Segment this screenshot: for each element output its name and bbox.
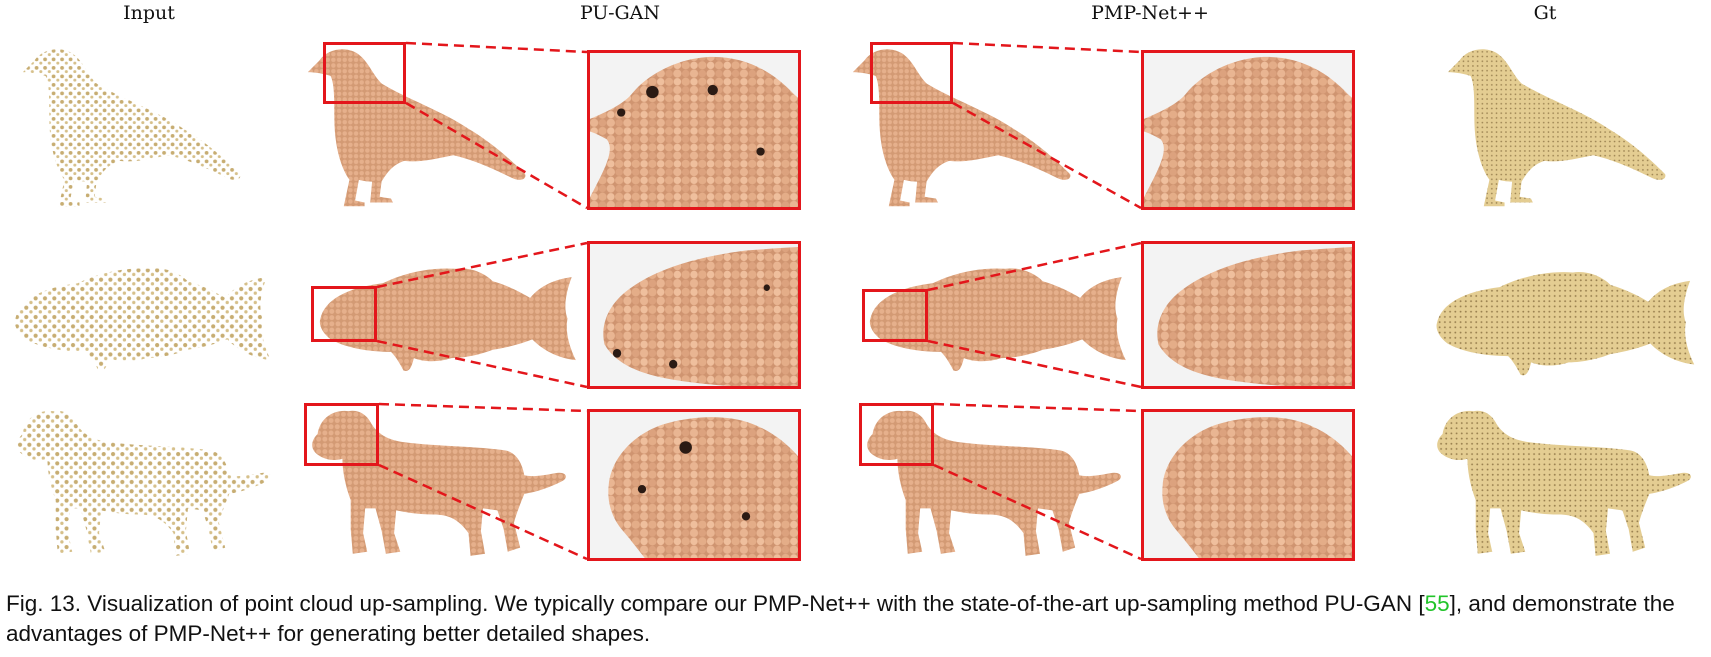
column-title-pmp-net: PMP-Net++ xyxy=(1091,2,1209,24)
column-title-gt: Gt xyxy=(1533,2,1557,24)
input-fish-point-cloud xyxy=(5,258,275,373)
pmp-net-fish-zoom-inset xyxy=(1141,241,1355,389)
pu-gan-fish-roi-box xyxy=(311,286,377,342)
caption-text-end: ], and demonstrate the advantages of PMP… xyxy=(6,591,1675,646)
gt-bird-mesh xyxy=(1430,40,1700,210)
figure-caption: Fig. 13. Visualization of point cloud up… xyxy=(6,589,1706,649)
pmp-net-dog-roi-box xyxy=(859,403,934,466)
caption-text-start: Fig. 13. Visualization of point cloud up… xyxy=(6,591,1425,616)
pmp-net-dog-zoom-inset xyxy=(1141,409,1355,561)
column-title-input: Input xyxy=(123,2,175,24)
pmp-net-fish-roi-box xyxy=(862,289,928,342)
input-dog-point-cloud xyxy=(5,405,280,560)
pu-gan-dog-roi-box xyxy=(304,403,379,466)
pu-gan-bird-zoom-inset xyxy=(587,50,801,210)
input-bird-point-cloud xyxy=(5,40,275,210)
pu-gan-dog-zoom-inset xyxy=(587,409,801,561)
gt-fish-mesh xyxy=(1425,262,1700,377)
gt-dog-mesh xyxy=(1425,405,1700,560)
citation-link[interactable]: 55 xyxy=(1424,591,1450,616)
column-title-pu-gan: PU-GAN xyxy=(579,2,661,24)
pu-gan-fish-zoom-inset xyxy=(587,241,801,389)
pu-gan-bird-roi-box xyxy=(323,42,406,104)
pmp-net-bird-roi-box xyxy=(870,42,953,104)
pmp-net-bird-zoom-inset xyxy=(1141,50,1355,210)
